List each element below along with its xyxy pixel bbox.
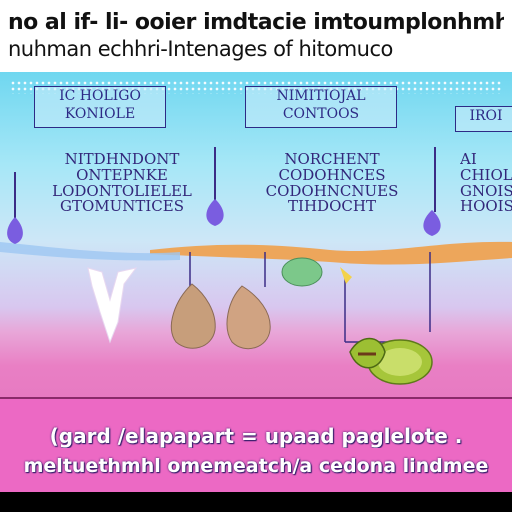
yellow-sprout	[340, 267, 352, 284]
panel-3-label-line-4: HOOIS	[460, 197, 512, 215]
panel-3-box: IROI	[455, 106, 512, 132]
caption-line-1: (gard /elapapart = upaad paglelote .	[49, 424, 463, 448]
panel-2-label-line-1: NORCHENT	[284, 152, 380, 168]
panel-1-label-line-1: NITDHNDONT	[64, 152, 180, 168]
panel-1-box: IC HOLIGO KONIOLE	[34, 86, 166, 128]
panel-1-label-line-4: GTOMUNTICES	[59, 197, 185, 215]
orange-wave	[150, 241, 512, 265]
panel-3-label-line-2: CHIOL	[460, 165, 512, 184]
caption-line-2: meltuethmhl omemeatch/a cedona lindmee	[23, 455, 489, 477]
purple-droplet-3	[423, 210, 441, 236]
seed-2	[226, 285, 271, 350]
illustration-scene: IC HOLIGO KONIOLE NITDHNDONT ONTEPNKE LO…	[0, 72, 512, 492]
panel-2-label: NORCHENT CODOHNCES CODOHNCNUES TIHDOCHT	[262, 152, 402, 215]
panel-1-label: NITDHNDONT ONTEPNKE LODONTOLIELEL GTOMUN…	[52, 152, 192, 215]
green-pod-inner	[378, 348, 422, 376]
panel-3-box-line-1: IROI	[469, 108, 503, 124]
green-leafy-fruit	[281, 257, 323, 287]
panel-3-label-line-3: GNOIS	[460, 181, 512, 200]
panel-1-label-line-3: LODONTOLIELEL	[52, 181, 192, 200]
purple-droplet-2	[206, 199, 224, 226]
seed-1	[170, 283, 216, 349]
title-line-1: no al if- li- ooier imdtacie imtoumplonh…	[8, 10, 504, 35]
panel-2-label-line-4: TIHDOCHT	[288, 197, 376, 215]
purple-droplet-1	[7, 217, 23, 244]
illustration-graphics	[0, 147, 512, 385]
pink-ground-band	[0, 397, 512, 492]
white-spike-shape	[87, 267, 138, 344]
panel-3-label-line-1: AI	[460, 152, 477, 168]
panel-2-label-line-3: CODOHNCNUES	[265, 181, 399, 200]
ground-line	[0, 397, 512, 399]
panel-2-label-line-2: CODOHNCES	[278, 165, 386, 184]
panel-1-box-line-1: IC HOLIGO	[59, 88, 141, 104]
title-line-2: nuhman echhri-Intenages of hitomuco	[8, 37, 393, 61]
panel-3-label: AI CHIOL GNOIS HOOIS	[460, 152, 512, 215]
title-bar: no al if- li- ooier imdtacie imtoumplonh…	[0, 0, 512, 72]
panel-2-box: NIMITIOJAL CONTOOS	[245, 86, 397, 128]
panel-2-box-line-1: NIMITIOJAL	[276, 88, 366, 104]
panel-1-box-line-2: KONIOLE	[64, 106, 136, 122]
blue-wave	[0, 242, 180, 261]
panel-1-label-line-2: ONTEPNKE	[76, 165, 168, 184]
panel-2-box-line-2: CONTOOS	[282, 106, 360, 122]
